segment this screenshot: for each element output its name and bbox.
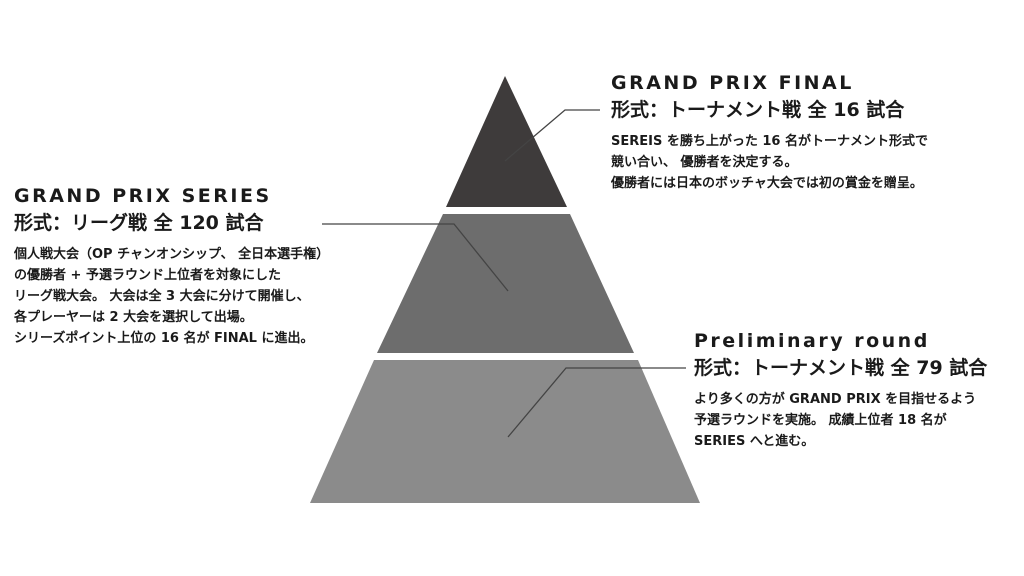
stage-series-desc-line: シリーズポイント上位の 16 名が FINAL に進出。 (14, 331, 314, 346)
stage-final-format: 形式：トーナメント戦 全 16 試合 (611, 99, 905, 121)
stage-series-description: 個人戦大会（OP チャンオンシップ、 全日本選手権） の優勝者 + 予選ラウンド… (14, 244, 329, 349)
stage-series-format: 形式：リーグ戦 全 120 試合 (14, 212, 264, 234)
pyramid-tier-final (446, 76, 567, 207)
stage-preliminary-title: Preliminary round (694, 330, 930, 352)
stage-preliminary-format: 形式：トーナメント戦 全 79 試合 (694, 357, 988, 379)
stage-series-desc-line: の優勝者 + 予選ラウンド上位者を対象にした (14, 268, 281, 283)
connector-preliminary (507, 367, 686, 438)
stage-series: GRAND PRIX SERIES 形式：リーグ戦 全 120 試合 個人戦大会… (14, 185, 329, 349)
stage-preliminary: Preliminary round 形式：トーナメント戦 全 79 試合 より多… (694, 330, 987, 452)
connector-series (322, 223, 509, 292)
stage-preliminary-desc-line: SERIES へと進む。 (694, 434, 815, 449)
stage-preliminary-desc-line: より多くの方が GRAND PRIX を目指せるよう (694, 392, 977, 407)
stage-series-desc-line: 個人戦大会（OP チャンオンシップ、 全日本選手権） (14, 247, 330, 262)
connector-final (504, 109, 600, 162)
pyramid-tier-preliminary (310, 360, 700, 503)
stage-preliminary-description: より多くの方が GRAND PRIX を目指せるよう 予選ラウンドを実施。 成績… (694, 389, 987, 452)
stage-series-desc-line: リーグ戦大会。 大会は全 3 大会に分けて開催し、 (14, 289, 310, 304)
stage-final-title: GRAND PRIX FINAL (611, 72, 854, 94)
stage-final-desc-line: 優勝者には日本のボッチャ大会では初の賞金を贈呈。 (611, 176, 923, 191)
stage-series-title: GRAND PRIX SERIES (14, 185, 272, 207)
stage-preliminary-desc-line: 予選ラウンドを実施。 成績上位者 18 名が (694, 413, 947, 428)
stage-series-desc-line: 各プレーヤーは 2 大会を選択して出場。 (14, 310, 253, 325)
stage-final-desc-line: SEREIS を勝ち上がった 16 名がトーナメント形式で (611, 134, 929, 149)
stage-final-desc-line: 競い合い、 優勝者を決定する。 (611, 155, 798, 170)
stage-final-description: SEREIS を勝ち上がった 16 名がトーナメント形式で 競い合い、 優勝者を… (611, 131, 928, 194)
pyramid-tier-series (377, 214, 634, 353)
stage-final: GRAND PRIX FINAL 形式：トーナメント戦 全 16 試合 SERE… (611, 72, 928, 194)
